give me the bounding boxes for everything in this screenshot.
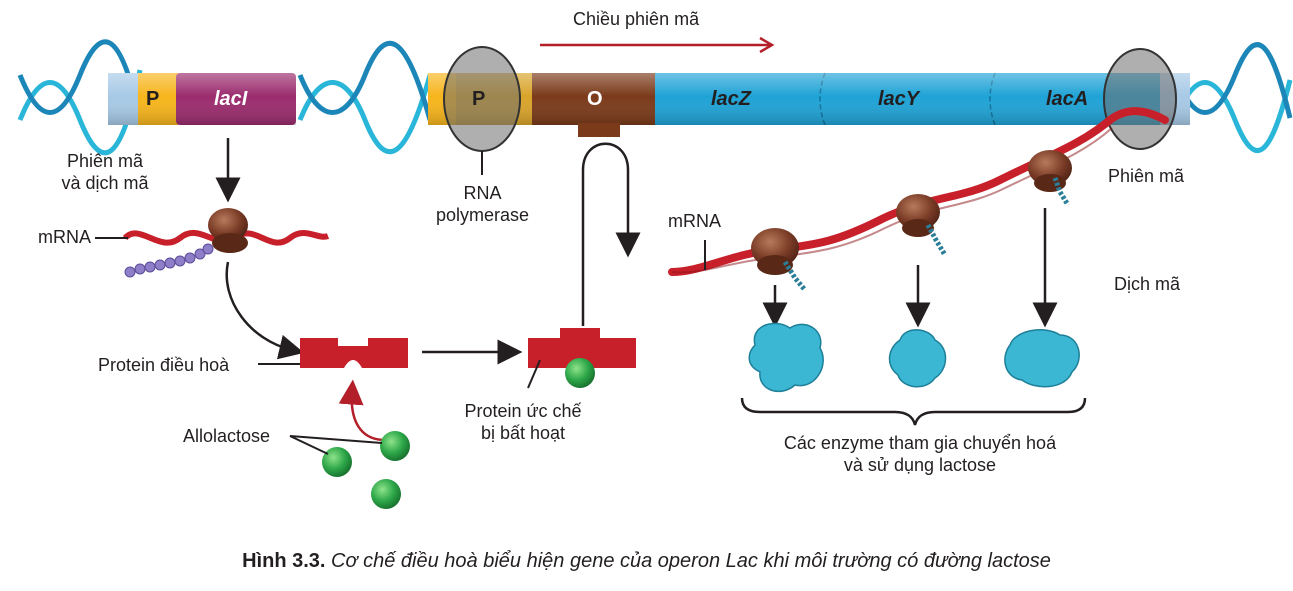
transcription-direction-label: Chiều phiên mã [573,9,700,29]
dna-helix-middle [297,40,433,155]
mrna-right-label: mRNA [668,211,721,231]
caption-text: Cơ chế điều hoà biểu hiện gene của opero… [331,550,1051,572]
repressor-operator-loop-arrow [581,142,641,326]
enzymes-label: Các enzyme tham gia chuyển hoá và sử dụn… [783,433,1057,475]
dna-helix-left [17,39,143,156]
inactive-repressor-shape [528,328,636,368]
mrna-left-label: mRNA [38,227,91,247]
figure-caption: Hình 3.3. Cơ chế điều hoà biểu hiện gene… [0,548,1293,574]
regulator-gene-cylinder [108,73,296,125]
regulatory-protein-shape [300,338,408,368]
allolactose-ball-2 [380,431,410,461]
operon-promoter-label: P [472,88,486,110]
ribosome-1 [751,228,807,292]
allolactose-ball-1 [322,447,352,477]
operator-binding-site [578,123,620,137]
enzyme-blob-2 [888,329,947,388]
transcription-right-label: Phiên mã [1108,166,1185,186]
polypeptide-chain [124,243,214,278]
ribosome-left [208,208,248,253]
regulatory-protein-label: Protein điều hoà [98,355,230,375]
regulator-promoter-label: P [146,88,160,110]
rna-polymerase-end [1103,48,1177,150]
lacz-gene-label: lacZ [711,88,752,110]
laca-gene-label: lacA [1046,88,1089,110]
lacy-gene-label: lacY [878,88,920,110]
rna-polymerase-label: RNA polymerase [435,183,530,225]
ribosome-2 [896,194,948,257]
mrna-strand-right [668,107,1169,276]
enzyme-blob-3 [1004,329,1080,388]
allolactose-bound [565,358,595,388]
ribosome-3 [1028,150,1072,207]
laci-gene-label: lacI [214,88,248,110]
inactive-repressor-label: Protein ức chế bị bất hoạt [464,401,582,443]
caption-number: Hình 3.3. [242,550,326,572]
allolactose-label: Allolactose [183,426,271,446]
enzymes-brace [740,397,1087,426]
enzyme-blob-1 [748,322,824,393]
translation-right-label: Dịch mã [1114,274,1181,294]
operator-label: O [587,88,603,110]
allolactose-ball-3 [371,479,401,509]
dna-helix-right [1172,42,1293,153]
transcription-translation-label: Phiên mã và dịch mã [61,151,149,193]
